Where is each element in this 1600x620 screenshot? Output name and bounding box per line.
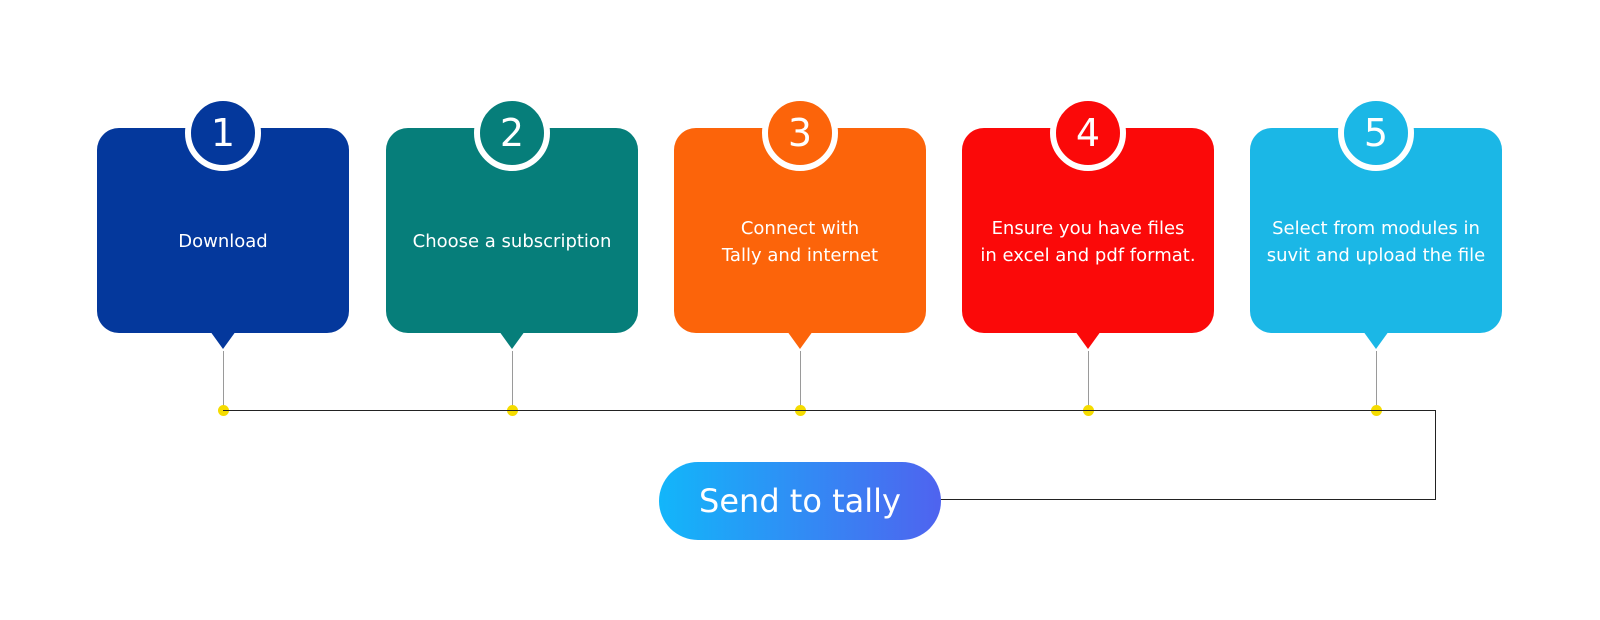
step-3-text: Connect with Tally and internet: [721, 217, 879, 266]
step-2-text: Choose a subscription: [412, 231, 612, 252]
step-4-connector: [1088, 351, 1089, 410]
step-3-connector: [800, 351, 801, 410]
step-5-text: Select from modules in suvit and upload …: [1266, 217, 1486, 266]
step-5-connector: [1376, 351, 1377, 410]
step-4-text: Ensure you have files in excel and pdf f…: [980, 217, 1196, 266]
step-1-text: Download: [178, 231, 268, 252]
step-4-pointer: [1075, 331, 1101, 349]
bracket-bottom-line: [939, 499, 1436, 500]
step-3-pointer: [787, 331, 813, 349]
step-1-connector: [223, 351, 224, 410]
step-5-pointer: [1363, 331, 1389, 349]
step-2-number-badge: 2: [474, 95, 550, 171]
step-2-connector: [512, 351, 513, 410]
step-3-number-badge: 3: [762, 95, 838, 171]
step-4-number-badge: 4: [1050, 95, 1126, 171]
step-2-pointer: [499, 331, 525, 349]
send-to-tally-button[interactable]: Send to tally: [659, 462, 941, 540]
step-5-number-badge: 5: [1338, 95, 1414, 171]
step-1-pointer: [210, 331, 236, 349]
timeline-horizontal-line: [223, 410, 1436, 411]
bracket-vertical-line: [1435, 410, 1436, 500]
step-card-4: Ensure you have files in excel and pdf f…: [962, 128, 1214, 349]
step-1-number-badge: 1: [185, 95, 261, 171]
